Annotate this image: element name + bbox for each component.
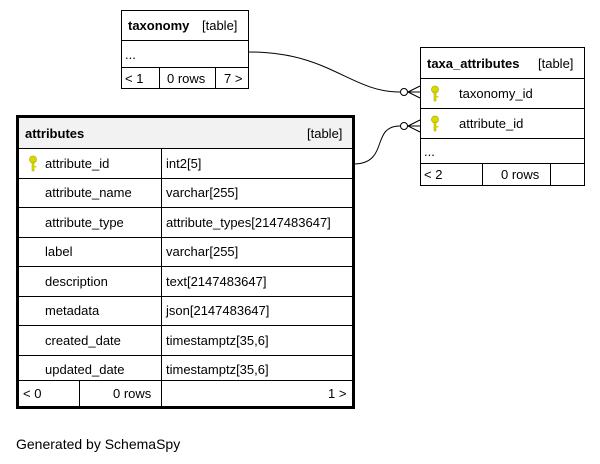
edge-attributes-to-taxa-attributes xyxy=(352,125,401,165)
children-count[interactable]: 7 > xyxy=(224,70,243,86)
ellipsis: ... xyxy=(125,46,136,62)
parents-count[interactable]: < 2 xyxy=(424,167,443,182)
crow-foot-taxonomy-id xyxy=(400,85,421,99)
column-row-taxonomy-id[interactable]: taxonomy_id xyxy=(421,78,584,108)
column-type: timestamptz[35,6] xyxy=(166,362,269,378)
row-count: 0 rows xyxy=(113,386,152,401)
column-name: taxonomy_id xyxy=(459,86,533,101)
table-type-label: [table] xyxy=(202,18,238,33)
column-name: attribute_name xyxy=(45,185,132,201)
table-name: taxa_attributes xyxy=(427,55,520,71)
ellipsis-row: ... xyxy=(421,138,584,163)
column-type: attribute_types[2147483647] xyxy=(166,214,331,230)
column-type: json[2147483647] xyxy=(166,303,270,319)
column-name: metadata xyxy=(45,303,100,319)
children-count[interactable]: 1 > xyxy=(328,386,347,401)
table-taxonomy[interactable]: taxonomy [table] ... < 1 0 rows 7 > xyxy=(121,10,249,89)
edge-taxonomy-to-taxa-attributes xyxy=(248,51,401,93)
column-row[interactable]: metadata json[2147483647] xyxy=(19,295,352,325)
table-name: attributes xyxy=(25,125,85,141)
column-type: int2[5] xyxy=(166,155,202,171)
table-header: attributes [table] xyxy=(19,118,352,148)
column-row[interactable]: description text[2147483647] xyxy=(19,266,352,296)
key-icon xyxy=(431,115,439,132)
table-footer: < 0 0 rows 1 > xyxy=(19,380,352,406)
parents-count[interactable]: < 1 xyxy=(125,70,144,86)
table-name: taxonomy xyxy=(128,18,190,33)
column-row[interactable]: created_date timestamptz[35,6] xyxy=(19,325,352,355)
column-row[interactable]: updated_date timestamptz[35,6] xyxy=(19,354,352,384)
column-name: label xyxy=(45,244,73,260)
column-name: attribute_type xyxy=(45,214,124,230)
column-type: timestamptz[35,6] xyxy=(166,332,269,348)
column-name: attribute_id xyxy=(459,116,524,131)
column-name: created_date xyxy=(45,332,121,348)
column-name: description xyxy=(45,273,108,289)
table-header: taxa_attributes [table] xyxy=(421,48,584,78)
row-count: 0 rows xyxy=(167,70,206,86)
table-footer: < 1 0 rows 7 > xyxy=(122,67,248,88)
table-taxa-attributes[interactable]: taxa_attributes [table] taxonomy_id attr… xyxy=(420,47,585,186)
table-type-label: [table] xyxy=(307,125,343,141)
key-icon xyxy=(29,155,37,172)
column-type: varchar[255] xyxy=(166,185,239,201)
ellipsis: ... xyxy=(424,143,435,159)
row-count: 0 rows xyxy=(501,167,540,182)
column-row[interactable]: attribute_type attribute_types[2147483647… xyxy=(19,207,352,237)
crow-foot-attribute-id xyxy=(400,119,421,133)
key-icon xyxy=(431,85,439,102)
table-type-label: [table] xyxy=(538,55,574,71)
column-name: attribute_id xyxy=(45,155,110,171)
column-row-attribute-id[interactable]: attribute_id xyxy=(421,108,584,138)
generated-by-text: Generated by SchemaSpy xyxy=(16,436,181,452)
column-name: updated_date xyxy=(45,362,125,378)
column-row[interactable]: attribute_name varchar[255] xyxy=(19,177,352,207)
table-footer: < 2 0 rows xyxy=(421,163,584,185)
table-header: taxonomy [table] xyxy=(122,11,248,40)
column-row[interactable]: label varchar[255] xyxy=(19,236,352,266)
column-row[interactable]: attribute_id int2[5] xyxy=(19,148,352,178)
column-type: text[2147483647] xyxy=(166,273,267,289)
parents-count[interactable]: < 0 xyxy=(23,386,42,401)
column-type: varchar[255] xyxy=(166,244,239,260)
ellipsis-row: ... xyxy=(122,40,248,67)
